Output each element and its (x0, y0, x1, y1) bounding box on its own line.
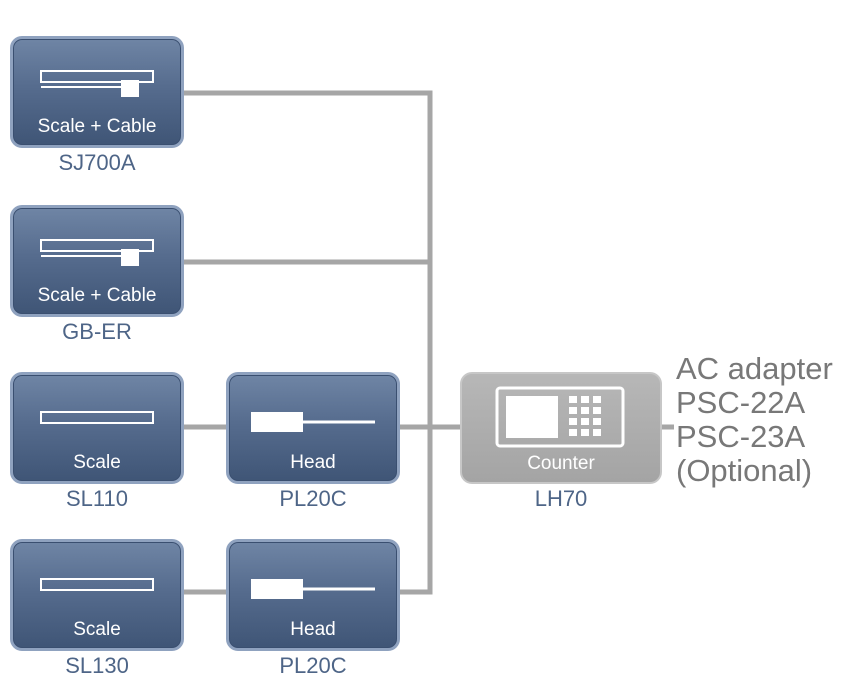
counter-icon (495, 386, 625, 448)
model-sj700a: SJ700A (58, 150, 136, 175)
device-label: Scale (73, 619, 121, 640)
device-label: Scale (73, 452, 121, 473)
scale-box-sl110: Scale (10, 372, 184, 484)
scale-icon (40, 411, 154, 424)
scale-box-sl130: Scale (10, 539, 184, 651)
model-sl110: SL110 (66, 486, 128, 511)
scale-icon (40, 578, 154, 591)
ac-adapter-note: AC adapter PSC-22A PSC-23A (Optional) (676, 352, 833, 488)
scale-cable-box-sj700a: Scale + Cable (10, 36, 184, 148)
model-pl20c-1: PL20C (279, 486, 347, 511)
ac-adapter-line: PSC-22A (676, 385, 806, 420)
device-label: Scale + Cable (37, 285, 157, 306)
device-label: Head (290, 619, 336, 640)
ac-adapter-line: AC adapter (676, 351, 833, 386)
line-sj700a (182, 90, 433, 595)
head-box-pl20c-1: Head (226, 372, 400, 484)
device-label: Counter (527, 453, 595, 474)
head-box-pl20c-2: Head (226, 539, 400, 651)
model-sl130: SL130 (65, 653, 129, 678)
head-icon (251, 579, 375, 599)
head-icon (251, 412, 375, 432)
model-lh70: LH70 (534, 486, 588, 511)
model-gb-er: GB-ER (62, 319, 132, 344)
ac-adapter-line: PSC-23A (676, 419, 806, 454)
ac-adapter-line: (Optional) (676, 453, 813, 488)
scale-cable-icon (40, 70, 154, 97)
device-label: Scale + Cable (37, 116, 157, 137)
scale-cable-icon (40, 239, 154, 266)
counter-box-lh70: Counter (460, 372, 662, 484)
scale-cable-box-gb-er: Scale + Cable (10, 205, 184, 317)
model-pl20c-2: PL20C (279, 653, 347, 678)
device-label: Head (290, 452, 336, 473)
